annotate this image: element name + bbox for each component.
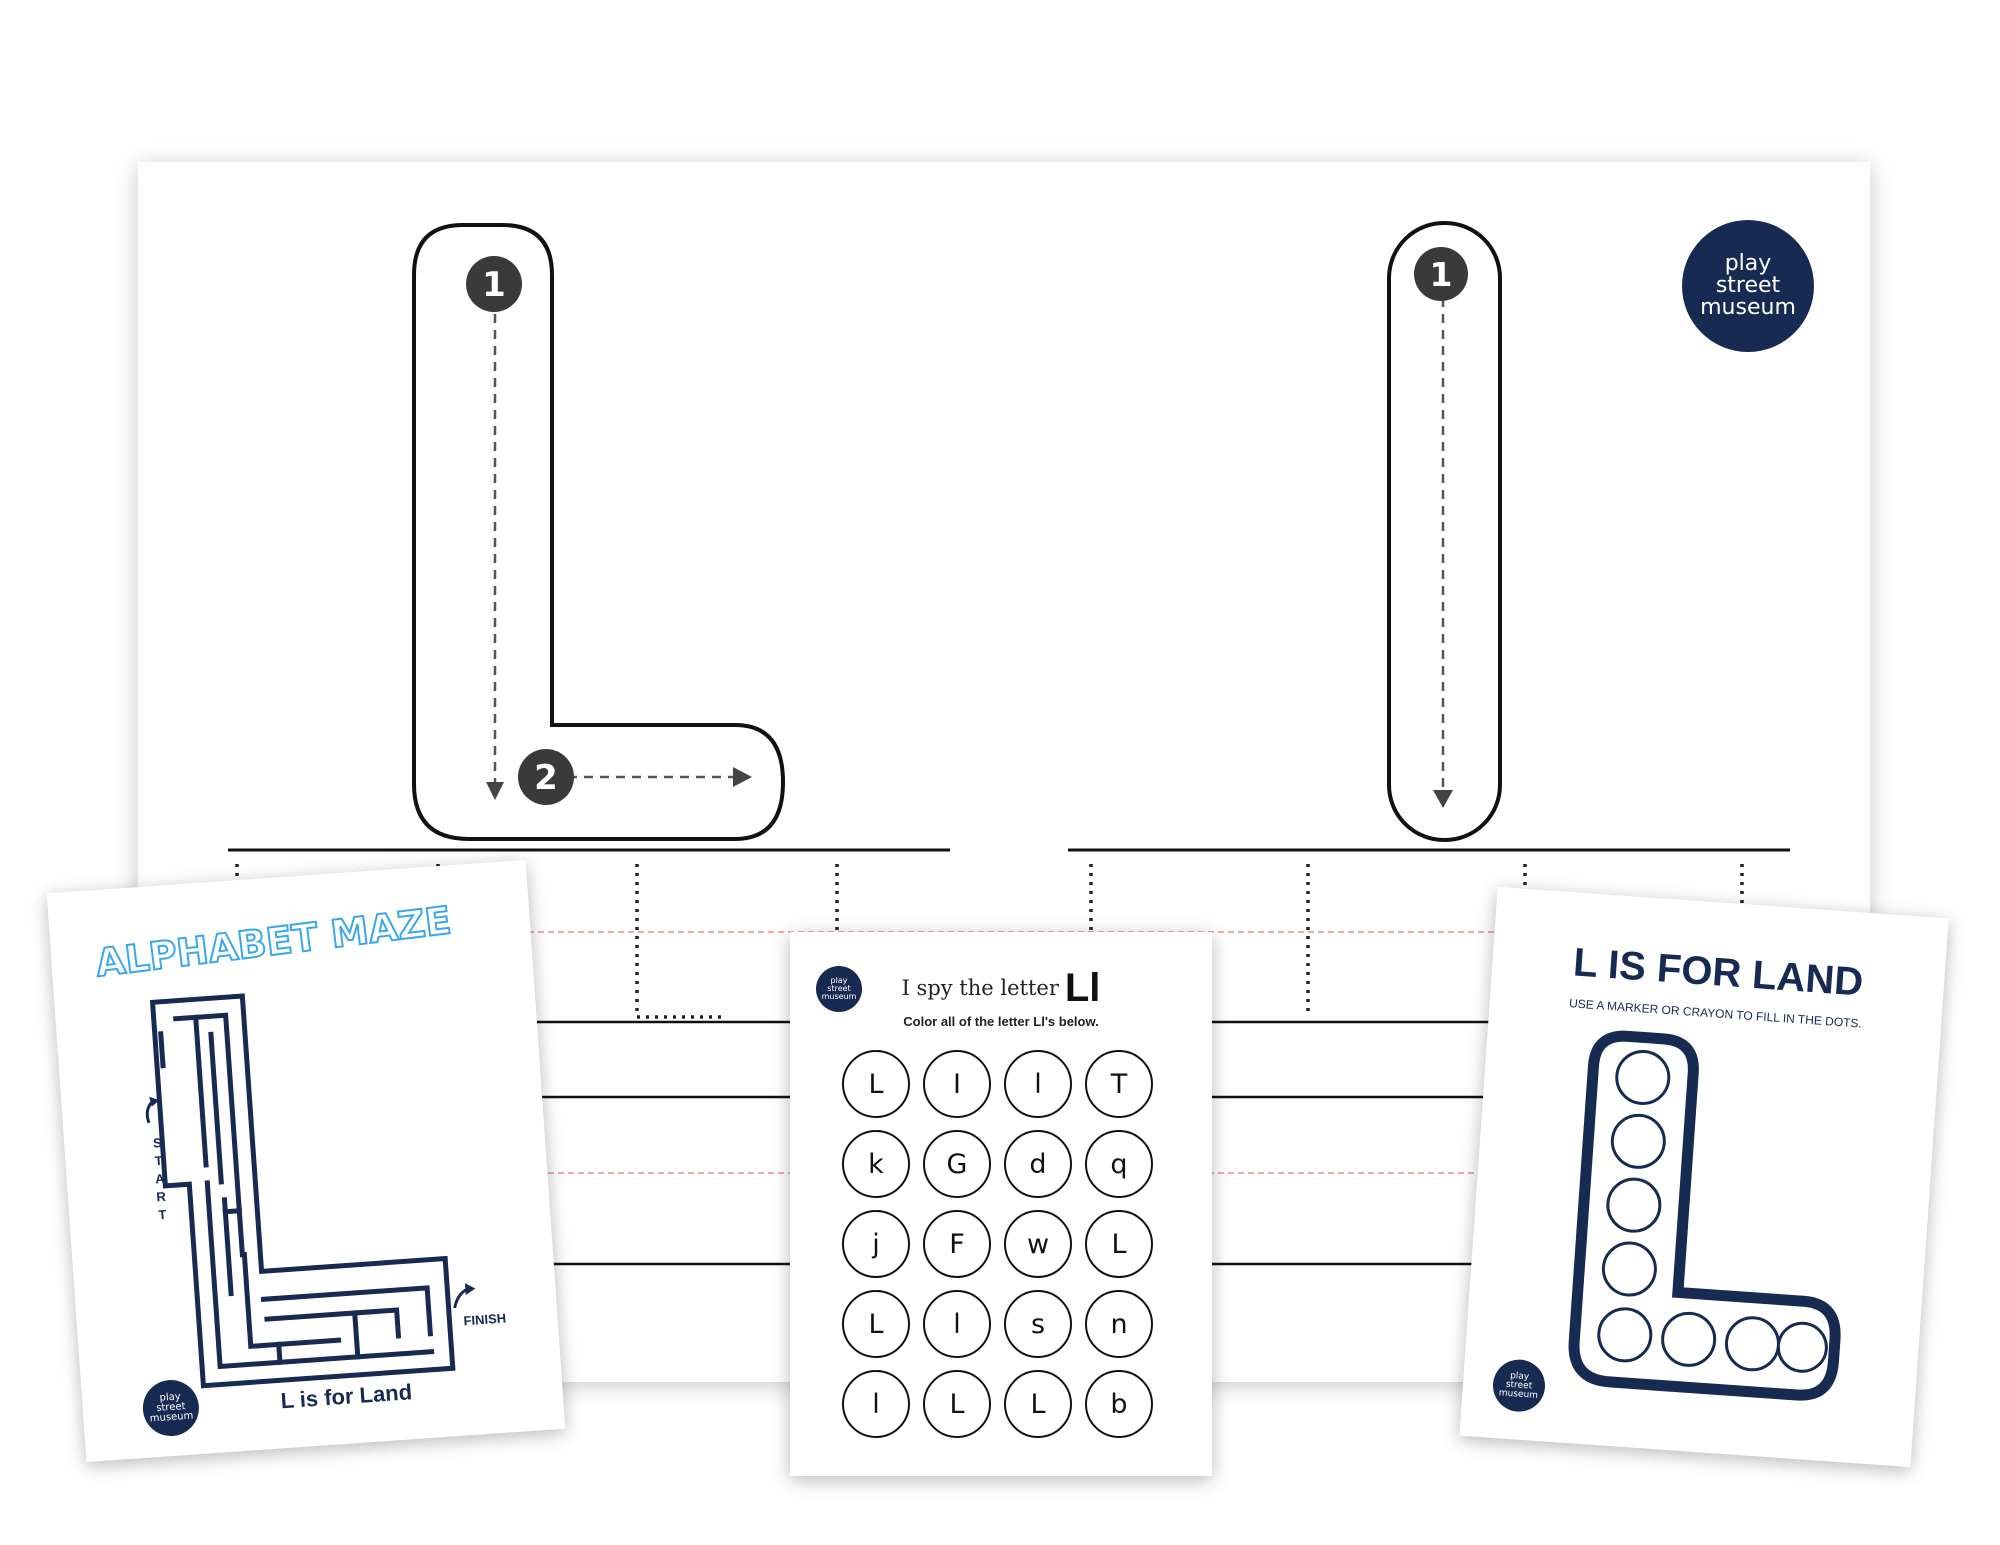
play-street-museum-logo: play street museum (1682, 220, 1814, 352)
letter-circle[interactable]: q (1085, 1130, 1153, 1198)
stroke-number-1-lower-badge (1414, 247, 1468, 301)
letter-circle[interactable]: T (1085, 1050, 1153, 1118)
fill-dot[interactable] (1776, 1321, 1828, 1373)
stroke-number-2-badge (518, 749, 574, 805)
fill-dot[interactable] (1610, 1113, 1667, 1170)
dot-letter-l-outline (1568, 1030, 1841, 1401)
play-street-museum-logo-spy: play street museum (816, 966, 862, 1012)
spy-title-prefix: I spy the letter (901, 976, 1059, 1000)
stroke-number-1: 1 (482, 265, 506, 305)
letter-circle[interactable]: L (842, 1290, 910, 1358)
lowercase-l-outline (1387, 221, 1502, 842)
letter-circle[interactable]: F (923, 1210, 991, 1278)
fill-dot[interactable] (1606, 1177, 1662, 1233)
letter-circle[interactable]: L (923, 1370, 991, 1438)
fill-dot[interactable] (1615, 1049, 1671, 1106)
letter-circle[interactable]: L (1085, 1210, 1153, 1278)
letter-circle[interactable]: j (842, 1210, 910, 1278)
letter-circle[interactable]: L (842, 1050, 910, 1118)
stroke-number-2: 2 (534, 758, 558, 798)
letter-circle[interactable]: k (842, 1130, 910, 1198)
spy-instructions: Color all of the letter Ll's below. (903, 1014, 1099, 1029)
letter-circle[interactable]: l (842, 1370, 910, 1438)
fill-dot[interactable] (1661, 1311, 1717, 1368)
alphabet-maze-worksheet: ALPHABET MAZE START FINISH play street (46, 859, 566, 1463)
letter-circle[interactable]: n (1085, 1290, 1153, 1358)
maze-finish-label: FINISH (463, 1310, 507, 1329)
l-maze-graphic (145, 993, 476, 1389)
fill-dot[interactable] (1724, 1316, 1781, 1372)
letter-circle[interactable]: b (1085, 1370, 1153, 1438)
dot-letter-l-graphic (1568, 1030, 1841, 1401)
uppercase-l-outline (412, 223, 786, 841)
letter-circle[interactable]: G (923, 1130, 991, 1198)
stroke-number-1-lower: 1 (1430, 255, 1453, 294)
dot-marker-worksheet: L IS FOR LAND USE A MARKER OR CRAYON TO … (1459, 886, 1949, 1468)
letter-circle[interactable]: l (923, 1290, 991, 1358)
letter-circle[interactable]: d (1004, 1130, 1072, 1198)
fill-dot[interactable] (1601, 1241, 1658, 1297)
fill-dot[interactable] (1597, 1307, 1653, 1363)
letter-circle[interactable]: l (1004, 1050, 1072, 1118)
spy-title-letter: Ll (1064, 966, 1101, 1010)
letter-circle[interactable]: L (1004, 1370, 1072, 1438)
letter-circle[interactable]: I (923, 1050, 991, 1118)
letter-circle-grid: L I l T k G d q j F w L L l s n l L L b (842, 1050, 1153, 1438)
stroke-number-1-badge (466, 256, 522, 312)
letter-circle[interactable]: s (1004, 1290, 1072, 1358)
letter-circle[interactable]: w (1004, 1210, 1072, 1278)
